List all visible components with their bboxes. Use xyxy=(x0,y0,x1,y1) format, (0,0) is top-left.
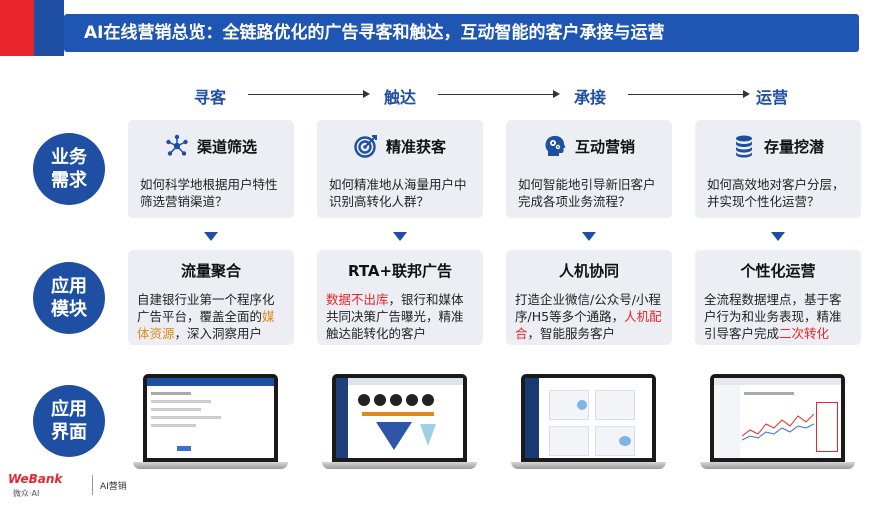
down-arrow-icon xyxy=(204,232,218,241)
network-nodes-icon xyxy=(166,134,188,156)
module-title: 人机协同 xyxy=(558,262,619,280)
target-icon xyxy=(354,135,377,158)
down-arrow-icon xyxy=(393,232,407,241)
logo-product: AI营销 xyxy=(100,482,127,492)
module-desc: 数据不出库，银行和媒体共同决策广告曝光，精准触达能转化的客户 xyxy=(326,292,464,341)
stage-label-undertake: 承接 xyxy=(573,88,606,107)
down-arrow-icon xyxy=(582,232,596,241)
database-icon xyxy=(735,135,752,158)
need-card-channel: 渠道筛选 如何科学地根据用户特性筛选营销渠道？ xyxy=(128,120,294,218)
need-desc: 如何智能地引导新旧客户完成各项业务流程？ xyxy=(518,177,656,209)
corner-red-block xyxy=(0,0,34,56)
need-desc: 如何高效地对客户分层，并实现个性化运营？ xyxy=(707,177,845,209)
stage-arrow-2 xyxy=(438,90,560,98)
down-arrow-icon xyxy=(771,232,785,241)
module-title: 流量聚合 xyxy=(180,262,241,280)
need-card-precision: 精准获客 如何精准地从海量用户中识别高转化人群？ xyxy=(317,120,483,218)
stage-label-find: 寻客 xyxy=(193,88,226,107)
need-card-stock: 存量挖潜 如何高效地对客户分层，并实现个性化运营？ xyxy=(695,120,861,218)
need-title: 精准获客 xyxy=(385,137,446,156)
module-card-traffic: 流量聚合 自建银行业第一个程序化广告平台，覆盖全面的媒体资源，深入洞察用户 xyxy=(128,250,294,345)
laptop-screenshot-personalized xyxy=(700,374,855,470)
row-label-app-modules: 应用模块 xyxy=(33,262,105,334)
module-card-human-machine: 人机协同 打造企业微信/公众号/小程序/H5等多个通路，人机配合，智能服务客户 xyxy=(506,250,672,345)
module-title: RTA+联邦广告 xyxy=(347,262,453,280)
module-title: 个性化运营 xyxy=(740,262,816,280)
need-title: 互动营销 xyxy=(574,137,635,156)
logo-divider xyxy=(92,475,93,495)
laptop-screenshot-rta xyxy=(322,374,477,470)
stage-label-operate: 运营 xyxy=(755,88,788,107)
laptop-screenshot-traffic xyxy=(133,374,288,470)
stage-label-reach: 触达 xyxy=(383,88,416,107)
module-desc: 全流程数据埋点，基于客户行为和业务表现，精准引导客户完成二次转化 xyxy=(704,292,842,341)
corner-blue-block xyxy=(34,0,64,56)
need-desc: 如何精准地从海量用户中识别高转化人群？ xyxy=(329,177,467,209)
page-title: AI在线营销总览：全链路优化的广告寻客和触达，互动智能的客户承接与运营 xyxy=(64,14,859,52)
logo-sub: 微众·AI xyxy=(13,489,40,498)
need-title: 存量挖潜 xyxy=(763,137,824,156)
webank-logo: WeBank 微众·AI AI营销 xyxy=(8,472,148,500)
need-card-interactive: 互动营销 如何智能地引导新旧客户完成各项业务流程？ xyxy=(506,120,672,218)
need-desc: 如何科学地根据用户特性筛选营销渠道？ xyxy=(140,177,278,209)
logo-brand: WeBank xyxy=(8,472,63,486)
module-desc: 自建银行业第一个程序化广告平台，覆盖全面的媒体资源，深入洞察用户 xyxy=(137,292,275,341)
laptop-screenshot-human-machine xyxy=(511,374,666,470)
module-desc: 打造企业微信/公众号/小程序/H5等多个通路，人机配合，智能服务客户 xyxy=(515,292,662,341)
stage-arrow-1 xyxy=(248,90,370,98)
row-label-business-needs: 业务需求 xyxy=(33,133,105,205)
stage-arrow-3 xyxy=(628,90,750,98)
row-label-app-screens: 应用界面 xyxy=(33,385,105,457)
need-title: 渠道筛选 xyxy=(196,137,257,156)
head-gears-icon xyxy=(545,135,566,156)
line-chart-icon xyxy=(742,413,814,441)
module-card-rta: RTA+联邦广告 数据不出库，银行和媒体共同决策广告曝光，精准触达能转化的客户 xyxy=(317,250,483,345)
module-card-personalized: 个性化运营 全流程数据埋点，基于客户行为和业务表现，精准引导客户完成二次转化 xyxy=(695,250,861,345)
